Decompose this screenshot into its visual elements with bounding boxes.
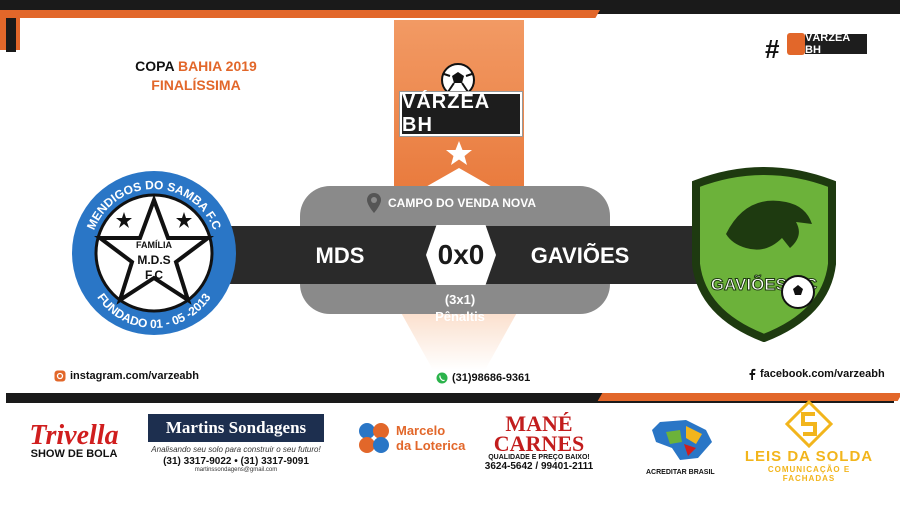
- hashtag-symbol: #: [765, 34, 780, 64]
- sponsor-leis-da-solda: LEIS DA SOLDA COMUNICAÇÃO E FACHADAS: [744, 400, 874, 483]
- match-score: 0x0: [426, 225, 496, 285]
- competition-title: COPA BAHIA 2019 FINALÍSSIMA: [116, 57, 276, 95]
- bottom-stripe: [6, 393, 894, 403]
- instagram-icon: [54, 370, 66, 382]
- penalty-label: Pênaltis: [435, 309, 485, 324]
- home-crest-center-bottom: F.C: [145, 268, 163, 282]
- whatsapp-icon: [436, 372, 448, 384]
- away-team-crest: GAVIÕES F.C: [692, 167, 836, 342]
- leis-name: LEIS DA SOLDA: [744, 448, 874, 465]
- mane-tag: QUALIDADE E PREÇO BAIXO!: [488, 454, 590, 461]
- sponsor-martins: Martins Sondagens Analisando seu solo pa…: [148, 414, 324, 473]
- clover-icon: [359, 423, 389, 453]
- whatsapp-number: (31)98686-9361: [452, 372, 531, 384]
- location-pin-icon: [367, 193, 381, 213]
- away-team-name: GAVIÕES: [530, 243, 630, 268]
- home-crest-center-top: FAMÍLIA: [136, 240, 172, 250]
- penalty-score: (3x1): [444, 292, 476, 307]
- facebook-link[interactable]: facebook.com/varzeabh: [748, 368, 885, 380]
- acreditar-text: ACREDITAR BRASIL: [646, 469, 715, 476]
- competition-stage: FINALÍSSIMA: [151, 77, 241, 93]
- facebook-icon: [749, 368, 756, 380]
- marcelo-line1: Marcelo: [396, 423, 446, 438]
- trivella-name: Trivella: [29, 420, 119, 451]
- venue-name: CAMPO DO VENDA NOVA: [388, 196, 537, 210]
- sponsor-mane-carnes: MANÉ CARNES QUALIDADE E PREÇO BAIXO! 362…: [480, 411, 598, 473]
- home-crest-center-mid: M.D.S: [137, 253, 170, 267]
- marcelo-line2: da Loterica: [396, 438, 466, 453]
- martins-phones: (31) 3317-9022 • (31) 3317-9091: [163, 456, 309, 467]
- top-orange-stripe: [0, 10, 600, 18]
- home-team-crest: MENDIGOS DO SAMBA F.C FUNDADO 01 - 05 -2…: [72, 171, 236, 335]
- penalty-info: (3x1) Pênaltis: [420, 291, 500, 325]
- martins-email: martinssondagens@gmail.com: [194, 467, 278, 473]
- badge-ball-icon: [787, 33, 805, 55]
- competition-prefix: COPA: [135, 58, 175, 74]
- trivella-sub: SHOW DE BOLA: [30, 448, 118, 460]
- left-black-corner: [6, 18, 16, 52]
- hashtag-brand: VÁRZEA BH: [805, 32, 867, 56]
- leis-sub: COMUNICAÇÃO E FACHADAS: [767, 465, 851, 483]
- sponsor-acreditar-brasil: ACREDITAR BRASIL: [646, 418, 716, 476]
- instagram-link[interactable]: instagram.com/varzeabh: [54, 370, 199, 382]
- whatsapp-contact[interactable]: (31)98686-9361: [436, 372, 530, 384]
- soccer-ball-icon: [441, 63, 475, 96]
- brand-title: VÁRZEA BH: [400, 91, 522, 136]
- venue-row: CAMPO DO VENDA NOVA: [366, 192, 536, 214]
- instagram-handle: instagram.com/varzeabh: [70, 370, 199, 382]
- mane-phones: 3624-5642 / 99401-2111: [484, 461, 594, 472]
- star-icon: [446, 141, 472, 165]
- martins-tagline: Analisando seu solo para construir o seu…: [151, 445, 321, 454]
- competition-name: BAHIA 2019: [177, 58, 257, 74]
- sponsor-trivella: Trivella SHOW DE BOLA: [22, 420, 126, 460]
- mane-name: MANÉ CARNES: [493, 411, 585, 456]
- facebook-handle: facebook.com/varzeabh: [760, 368, 885, 380]
- leis-logo-icon: [785, 400, 833, 448]
- brazil-map-icon: [652, 420, 712, 460]
- martins-name: Martins Sondagens: [148, 414, 324, 442]
- home-team-name: MDS: [315, 243, 365, 268]
- sponsor-marcelo: Marcelo da Loterica: [356, 420, 465, 456]
